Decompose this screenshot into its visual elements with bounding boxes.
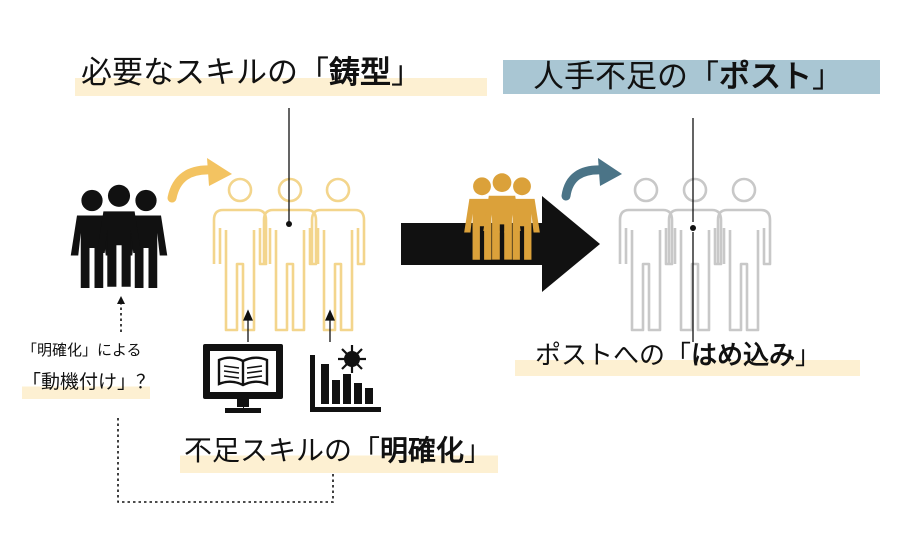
clarify-label-prefix: 不足スキルの「 [184, 434, 381, 467]
curve-arrow-orange-icon [167, 158, 232, 203]
up-arrows [242, 309, 336, 342]
fit-label: ポストへの「はめ込み」 [515, 343, 860, 376]
mold-leader-dot [286, 221, 292, 227]
fit-label-prefix: ポストへの「 [535, 341, 692, 371]
clarify-label: 不足スキルの「明確化」 [180, 437, 498, 473]
main-arrow-icon [401, 196, 600, 292]
mold-label-suffix: 」 [391, 55, 422, 91]
post-figures-icon [618, 177, 772, 332]
clarify-label-suffix: 」 [464, 434, 493, 467]
mold-label-emphasis: 鋳型 [329, 55, 391, 91]
fit-label-emphasis: はめ込み [691, 341, 796, 371]
clarify-label-emphasis: 明確化 [380, 434, 465, 467]
post-label-prefix: 人手不足の「 [533, 59, 719, 95]
monitor-book-icon [203, 344, 283, 413]
curve-arrow-blue-icon [561, 158, 622, 201]
workers-black-icon [70, 184, 168, 288]
post-leader-dot [690, 225, 696, 231]
post-label-suffix: 」 [812, 59, 843, 95]
mold-label-prefix: 必要なスキルの「 [81, 55, 329, 91]
mold-label: 必要なスキルの「鋳型」 [75, 58, 487, 96]
dotted-up-arrow [117, 296, 125, 332]
post-label-emphasis: ポスト [719, 59, 812, 95]
dotted-loop-connector [117, 418, 334, 503]
motivation-line2: 「動機付け」？ [22, 373, 155, 399]
chart-virus-icon [310, 345, 381, 412]
motivation-line1: 「明確化」による [22, 341, 142, 359]
fit-label-suffix: 」 [795, 341, 822, 371]
post-label: 人手不足の「ポスト」 [503, 60, 880, 94]
